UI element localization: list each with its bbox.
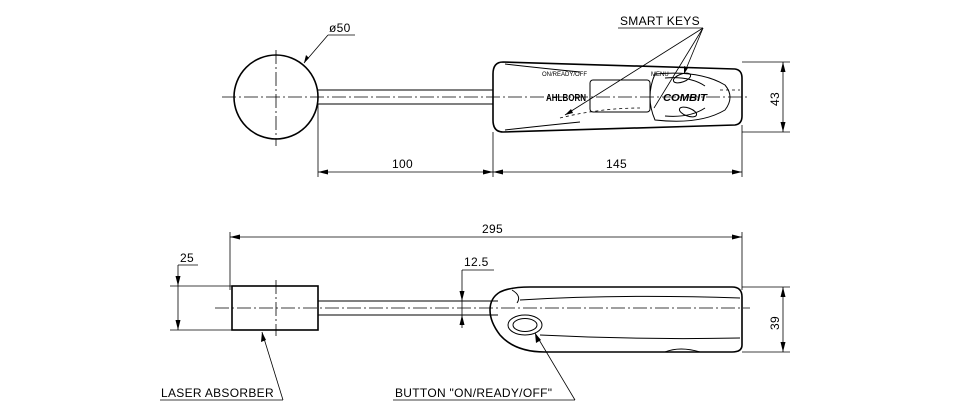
brand-logo: AHLBORN [546, 93, 586, 104]
dim-handle-length: 145 [606, 157, 627, 171]
dim-rod-offset [456, 269, 494, 328]
dim-top-length [317, 104, 743, 177]
dim-rod-length: 100 [392, 157, 413, 171]
menu-small: MENU [651, 72, 669, 78]
dim-rod-offset-value: 12.5 [464, 255, 489, 269]
display-window [589, 79, 651, 113]
dim-total-length [229, 232, 743, 290]
diameter-label: ø50 [329, 21, 351, 35]
diameter-leader [303, 34, 355, 64]
laser-absorber-label: LASER ABSORBER [161, 386, 274, 400]
model-logo: COMBIT [663, 93, 708, 104]
smart-keys-label: SMART KEYS [620, 14, 700, 28]
dim-absorber-depth [170, 264, 232, 331]
probe-rod-top [318, 89, 493, 105]
smart-key-top [672, 72, 692, 84]
laser-absorber-block [231, 280, 319, 336]
dim-absorber-depth-value: 25 [180, 251, 194, 265]
handle-foot [664, 348, 701, 353]
handle-top: ON/READY/OFF MENU AHLBORN COMBIT [492, 61, 743, 133]
smart-key-bottom [678, 106, 698, 118]
dim-top-height [742, 61, 790, 133]
button-leader [393, 332, 576, 401]
on-ready-off-button [507, 314, 543, 336]
dim-side-height [742, 286, 790, 353]
handle-side [489, 286, 743, 353]
dim-side-height-value: 39 [768, 316, 782, 330]
button-label: BUTTON "ON/READY/OFF" [395, 386, 552, 400]
key-panel [649, 72, 731, 122]
dim-top-height-value: 43 [768, 92, 782, 106]
on-ready-off-small: ON/READY/OFF [542, 72, 587, 78]
absorber-disc [233, 50, 319, 146]
dim-total-length-value: 295 [482, 222, 503, 236]
smart-keys-leaders [564, 27, 704, 116]
top-view: ø50 ON/READY/OFF MENU AHLBORN [222, 14, 790, 177]
laser-absorber-leader [160, 331, 284, 401]
side-view: 295 25 [160, 222, 790, 401]
